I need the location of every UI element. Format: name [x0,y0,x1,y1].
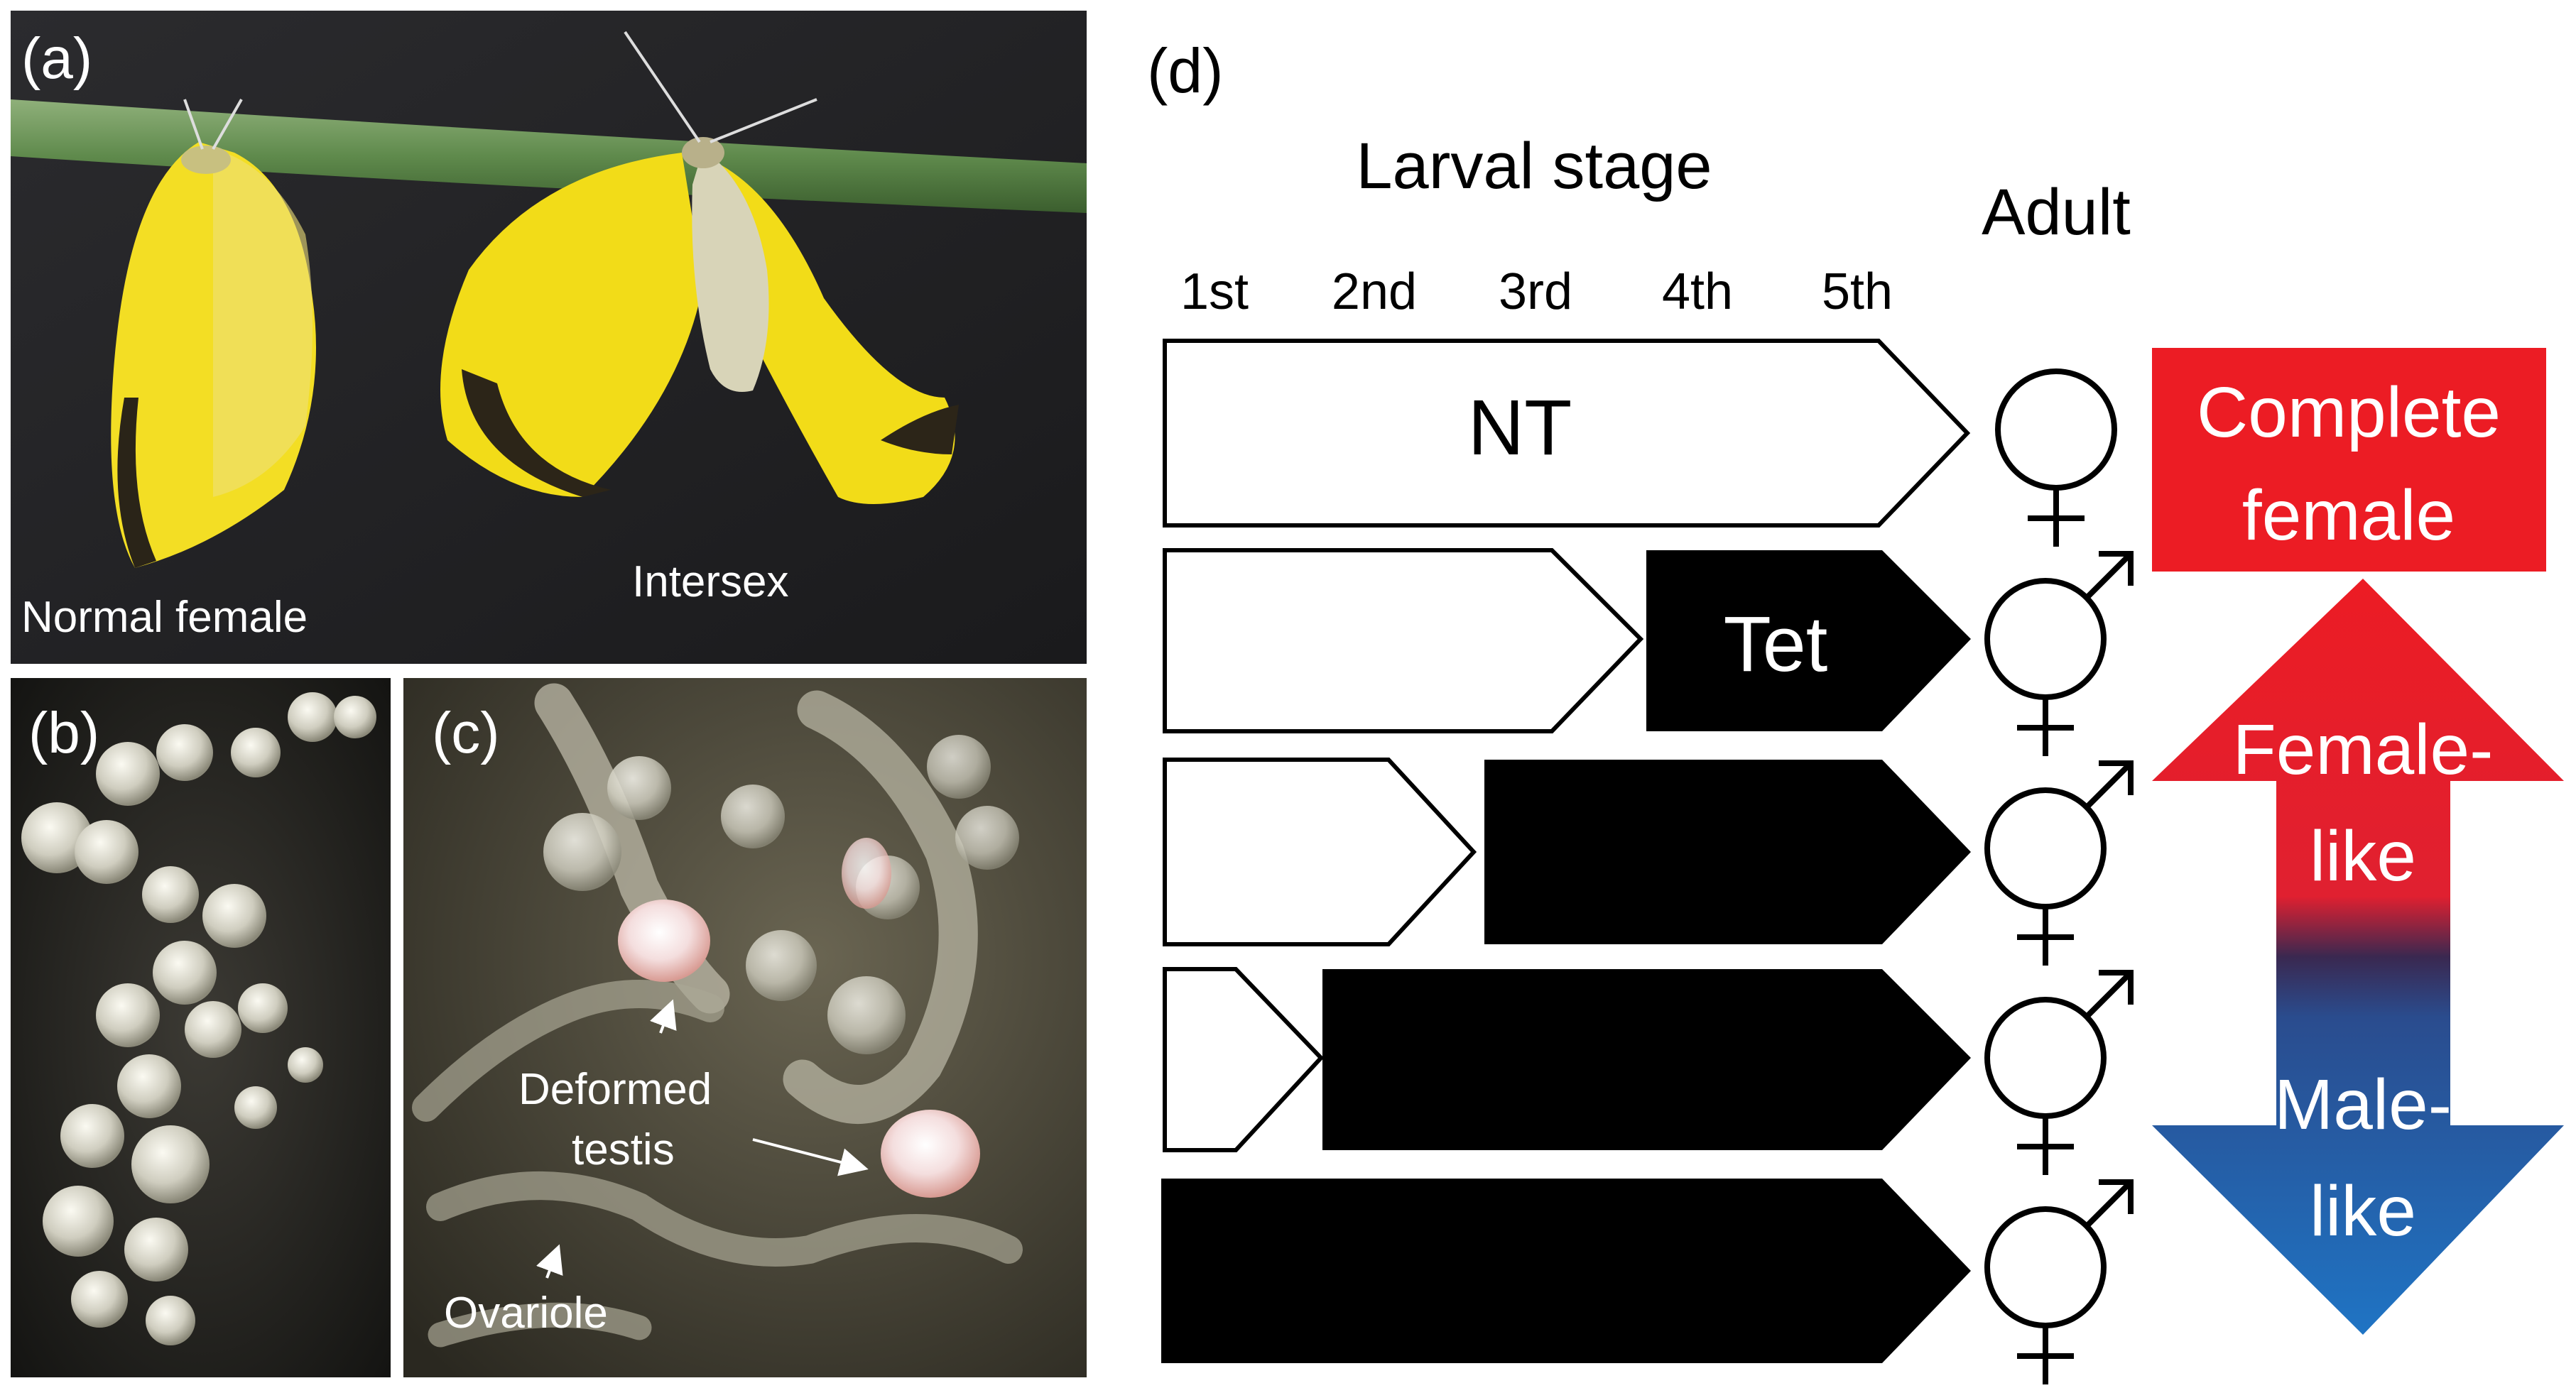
male-like-line2: like [2310,1171,2416,1251]
complete-female-line1: Complete [2197,373,2501,452]
ovariole-cells-b [21,692,376,1345]
intersex-butterfly [440,31,959,504]
stage-label-5th: 5th [1822,263,1893,320]
cells-c [543,735,1019,1054]
panel-a-photo: (a) Normal female Intersex [11,11,1087,664]
panel-a-label: (a) [21,26,92,91]
deformed-annotation-line2: testis [572,1125,675,1174]
male-like-line1: Male- [2274,1065,2452,1144]
adult-title: Adult [1982,176,2131,248]
row2-tet-bar [1646,550,1971,731]
row2-untreated-bar [1163,548,1644,733]
row3-untreated-bar [1163,758,1477,946]
deformed-arrow-lower [752,1138,869,1176]
row4-untreated-bar [1163,967,1325,1152]
complete-female-line2: female [2242,476,2455,555]
ovariole-arrow [536,1244,563,1279]
femaleness-gradient-arrow [2152,579,2564,1335]
intersex-caption: Intersex [632,557,789,606]
intersex-symbol-row3 [1984,760,2134,966]
panel-c-label: (c) [432,701,500,765]
complete-female-box [2152,348,2546,572]
stage-label-2nd: 2nd [1332,263,1417,320]
plant-stem [11,99,1087,213]
female-like-line1: Female- [2233,710,2494,789]
panel-d-label: (d) [1147,35,1224,106]
stage-label-4th: 4th [1662,263,1733,320]
ovariole-annotation: Ovariole [444,1289,608,1338]
deformed-annotation-line1: Deformed [518,1065,712,1114]
deformed-arrow-upper [650,999,677,1034]
stage-label-3rd: 3rd [1499,263,1572,320]
row-tet-label: Tet [1724,601,1828,688]
row-nt-label: NT [1468,384,1572,471]
deformed-testis-upper [618,900,710,982]
row-nt-bar [1163,339,1971,528]
deformed-testis-lower [881,1110,980,1198]
panel-c-photo: (c) Deformed testis Ovariole [403,678,1087,1377]
larval-stage-title: Larval stage [1356,130,1712,202]
intersex-symbol-row5 [1984,1179,2134,1384]
row3-tet-bar [1484,760,1971,944]
female-symbol-row1 [1995,368,2117,547]
normal-female-butterfly [111,99,316,568]
intersex-symbol-row2 [1984,551,2134,756]
female-like-line2: like [2310,816,2416,896]
panel-b-label: (b) [28,701,99,765]
normal-female-caption: Normal female [21,593,308,642]
row4-tet-bar [1322,969,1971,1150]
panel-b-photo: (b) [11,678,391,1377]
panel-d-diagram: (d) Larval stage Adult 1st 2nd 3rd 4th 5… [1147,35,2564,1384]
stage-label-1st: 1st [1180,263,1249,320]
row5-tet-bar [1161,1179,1971,1363]
intersex-symbol-row4 [1984,970,2134,1175]
